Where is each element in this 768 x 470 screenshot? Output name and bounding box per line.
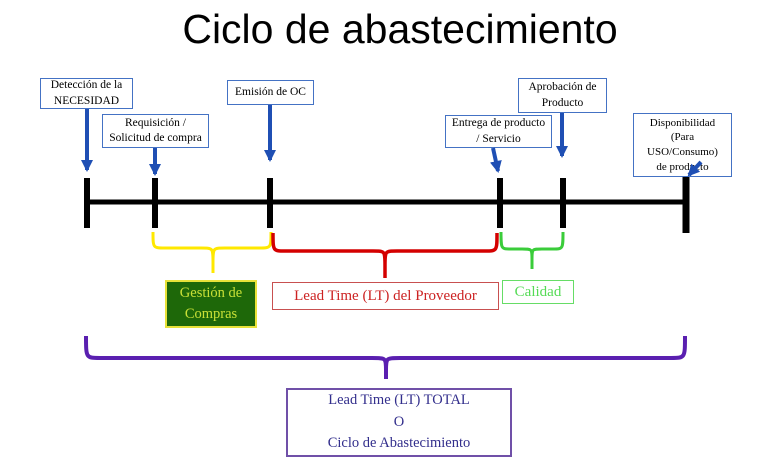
brace-calidad [499,231,565,269]
event-box-deteccion-necesidad: Detección de la NECESIDAD [40,78,133,109]
event-label: Requisición / Solicitud de compra [109,116,202,144]
phase-label: Gestión de Compras [179,285,243,322]
brace-lead-time-total [84,335,687,379]
total-box-lead-time-total: Lead Time (LT) TOTAL O Ciclo de Abasteci… [286,388,512,457]
arrow-entrega-icon [490,147,502,173]
event-label: Disponibilidad (Para USO/Consumo) de pro… [647,116,718,173]
event-box-aprobacion-producto: Aprobación de Producto [518,78,607,113]
event-box-requisicion: Requisición / Solicitud de compra [102,114,209,148]
brace-gestion-compras [151,231,273,273]
event-label: Aprobación de Producto [528,81,597,109]
event-label: Emisión de OC [235,85,306,98]
phase-label: Lead Time (LT) del Proveedor [294,287,477,304]
phase-label: Calidad [514,283,562,300]
event-label: Entrega de producto / Servicio [451,117,546,145]
event-box-entrega-producto: Entrega de producto / Servicio [445,115,552,148]
brace-lead-time [271,232,499,278]
event-box-emision-oc: Emisión de OC [227,80,314,105]
total-label: Lead Time (LT) TOTAL O Ciclo de Abasteci… [327,391,471,452]
event-label: Detección de la NECESIDAD [50,79,123,107]
page-title: Ciclo de abastecimiento [182,6,618,52]
event-box-disponibilidad: Disponibilidad (Para USO/Consumo) de pro… [633,113,732,177]
phase-box-gestion-compras: Gestión de Compras [165,280,257,328]
phase-box-calidad: Calidad [502,280,574,304]
phase-box-lead-time-proveedor: Lead Time (LT) del Proveedor [272,282,499,310]
